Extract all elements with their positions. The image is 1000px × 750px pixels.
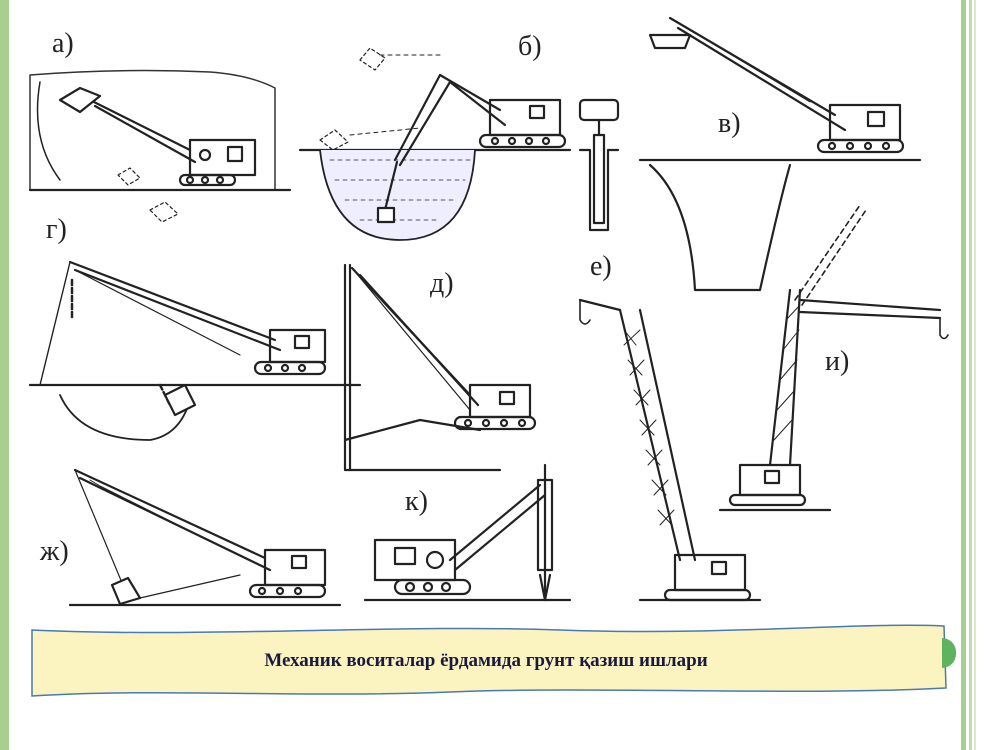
left-frame-border bbox=[0, 0, 9, 750]
label-d: д) bbox=[430, 268, 454, 299]
label-e: е) bbox=[590, 251, 612, 282]
figure-d-crane bbox=[343, 263, 537, 472]
label-g: г) bbox=[46, 214, 67, 245]
excavation-machinery-diagram: а) б) в) г) д) е) и) ж) к) bbox=[28, 16, 949, 607]
figure-a-excavator bbox=[28, 69, 292, 223]
accent-dot bbox=[942, 638, 956, 668]
label-b: б) bbox=[518, 31, 542, 62]
caption-banner bbox=[31, 624, 947, 697]
figure-b-pit-excavator bbox=[298, 47, 620, 241]
label-v: в) bbox=[718, 108, 741, 139]
caption-text: Механик воситалар ёрдамида грунт қазиш и… bbox=[264, 650, 708, 671]
figure-g-dragline bbox=[28, 260, 362, 441]
figure-k-pile-driver bbox=[363, 463, 572, 602]
figure-i-luffing-crane bbox=[718, 204, 949, 512]
right-frame-border bbox=[958, 0, 1000, 750]
figure-v-crane-over-pit bbox=[638, 16, 922, 292]
label-k: к) bbox=[405, 486, 428, 517]
label-zh: ж) bbox=[39, 536, 69, 567]
figure-zh-dragline bbox=[68, 468, 342, 607]
label-a: а) bbox=[52, 28, 74, 59]
label-i: и) bbox=[825, 346, 849, 377]
figure-e-tower-crane bbox=[578, 298, 762, 602]
